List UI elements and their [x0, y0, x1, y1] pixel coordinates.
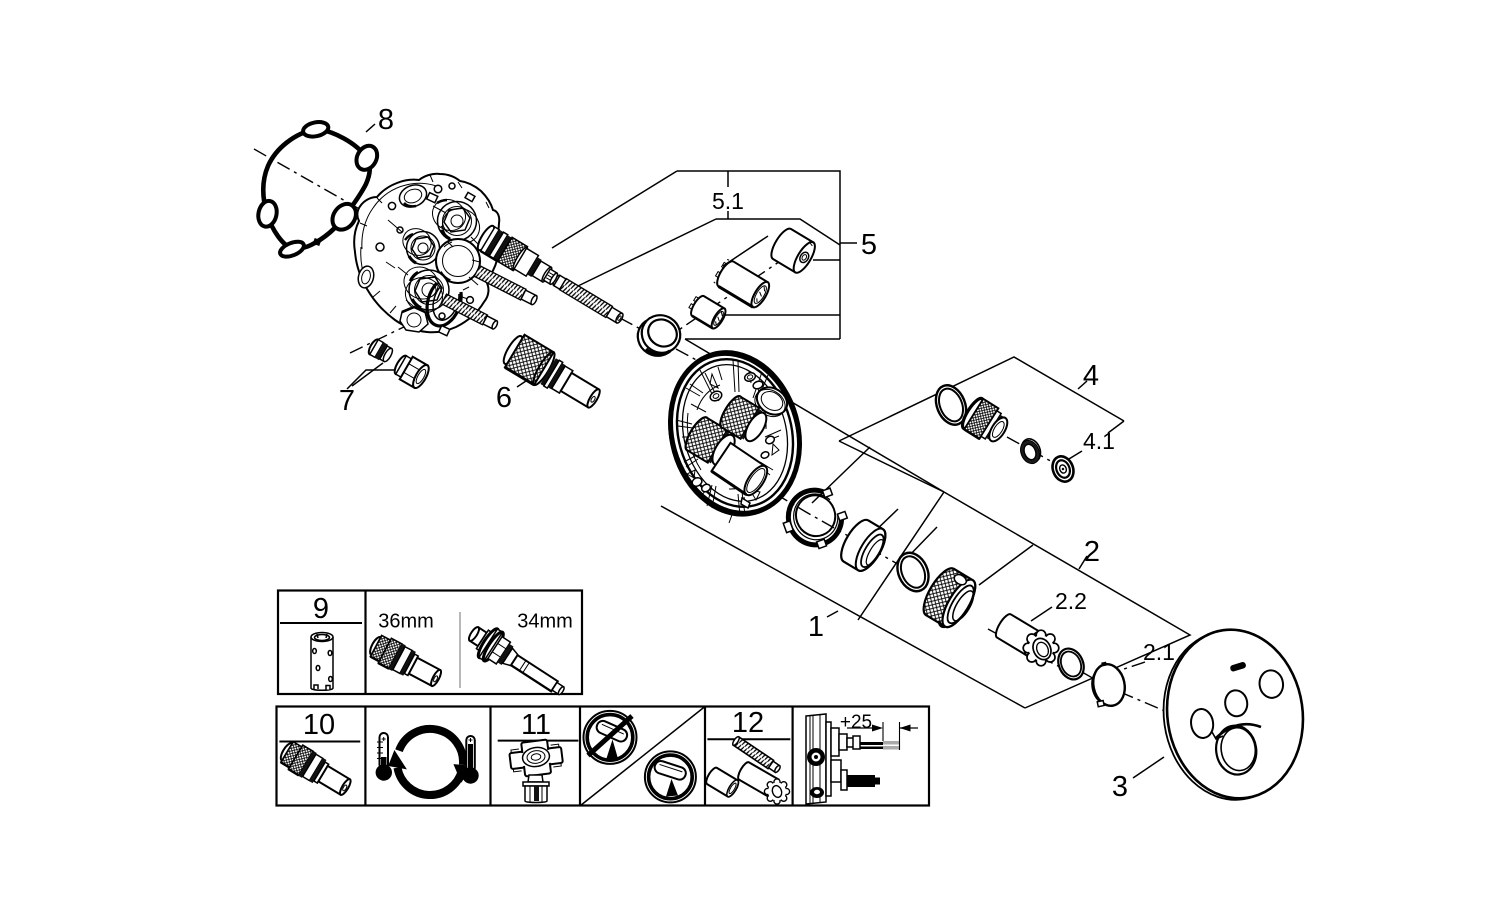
svg-text:3: 3: [1112, 771, 1128, 803]
svg-text:11: 11: [521, 709, 551, 741]
svg-text:36mm: 36mm: [378, 611, 434, 633]
svg-text:2: 2: [1084, 536, 1100, 568]
svg-text:6: 6: [496, 382, 512, 414]
svg-text:34mm: 34mm: [517, 611, 573, 633]
svg-text:5: 5: [861, 229, 877, 261]
svg-text:+25: +25: [840, 712, 872, 733]
svg-text:10: 10: [303, 709, 335, 741]
svg-text:5.1: 5.1: [712, 188, 744, 214]
svg-text:2.2: 2.2: [1055, 588, 1087, 614]
svg-text:7: 7: [339, 385, 355, 417]
svg-text:8: 8: [378, 104, 394, 136]
svg-text:12: 12: [732, 707, 764, 739]
svg-text:2.1: 2.1: [1143, 639, 1175, 665]
svg-text:4.1: 4.1: [1083, 428, 1115, 454]
svg-text:1: 1: [808, 611, 824, 643]
svg-text:4: 4: [1083, 360, 1099, 392]
svg-text:9: 9: [313, 593, 329, 625]
